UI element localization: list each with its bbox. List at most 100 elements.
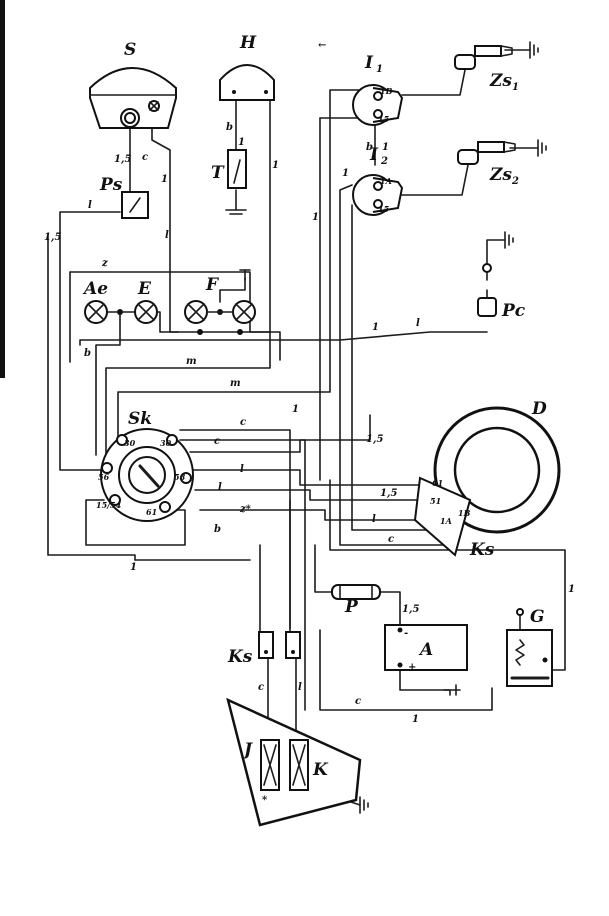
wire-bottom-1: 1 (412, 714, 419, 725)
top-arrow-mark: ← (318, 40, 326, 51)
label-Sk: Sk (128, 409, 152, 429)
wire-m-upper: m (186, 356, 197, 367)
scan-edge-bar (0, 0, 5, 378)
wire-h-b: b (226, 122, 233, 133)
wire-s-1: 1 (161, 174, 168, 185)
label-I2-sub: 2 (380, 156, 388, 167)
wire-right-1a: 1 (312, 212, 319, 223)
wire-sk-1-mid: 1 (292, 404, 299, 415)
label-I1: I (364, 53, 374, 73)
i2-terminal-bottom: 15 (378, 204, 390, 214)
label-A: A (418, 640, 433, 660)
wire-p-15: 1,5 (402, 604, 419, 615)
wire-sk-b: b (214, 524, 221, 535)
wire-d-l: l (372, 514, 376, 525)
wire-pc-1: 1 (372, 322, 379, 333)
wire-ps-l: l (88, 200, 92, 211)
rear-lamp-housing (226, 697, 369, 827)
label-T: T (211, 163, 225, 183)
label-Ks-left: Ks (227, 647, 253, 667)
battery-A (384, 624, 468, 696)
horn-H (219, 64, 275, 101)
label-F: F (205, 275, 220, 295)
wire-left-15: 1,5 (44, 232, 61, 243)
headlamp-S (89, 67, 177, 129)
wire-bottom-c: c (355, 696, 361, 707)
fuse-box-Ks-left (258, 631, 301, 659)
lamp-F (184, 300, 256, 335)
spark-plug-Zs2 (457, 139, 547, 165)
i1-terminal-top: 1B (380, 86, 393, 96)
wire-s-l: l (165, 230, 169, 241)
d-terminal-1A: 1A (440, 516, 452, 526)
label-Zs2: Zs (489, 165, 512, 185)
spark-plug-Zs1 (454, 41, 539, 70)
label-E: E (137, 279, 152, 299)
wire-sk-1-bottom: 1 (130, 562, 137, 573)
wire-sk-z: z* (239, 504, 252, 515)
wire-m-lower: m (230, 378, 241, 389)
battery-plus: + (408, 662, 416, 673)
ignition-coil-I1 (352, 84, 404, 126)
i2-terminal-top: 1A (380, 176, 392, 186)
i1-terminal-bottom: 15 (378, 114, 390, 124)
wire-right-15: 1,5 (366, 434, 383, 445)
wire-i-1: 1 (382, 142, 389, 153)
dynamo-D (413, 406, 561, 557)
horn-button-T (225, 149, 247, 215)
label-P: P (344, 597, 359, 617)
regulator-G (506, 608, 553, 687)
wire-pc-l: l (416, 318, 420, 329)
wire-sk-l2: l (218, 482, 222, 493)
sk-terminal-56: 56 (98, 472, 110, 482)
wire-h-1b: 1 (272, 160, 279, 171)
label-Ps: Ps (99, 175, 123, 195)
label-J: J (241, 740, 253, 760)
bottom-star-mark: * (262, 795, 268, 806)
sk-terminal-1554: 15/54 (96, 500, 122, 510)
sk-terminal-30a: 30 (124, 438, 136, 448)
fuse-P (331, 584, 381, 600)
sk-terminal-58: 58 (174, 472, 186, 482)
wire-d-c: c (388, 534, 394, 545)
sk-terminal-30b: 30 (160, 438, 172, 448)
wire-ks-c: c (258, 682, 264, 693)
label-K: K (312, 760, 329, 780)
wire-right-1b: 1 (342, 168, 349, 179)
wire-g-1: 1 (568, 584, 575, 595)
lamp-Ae (84, 300, 108, 324)
wire-s-c: c (142, 152, 148, 163)
ground-icon (239, 269, 251, 281)
wire-d-15: 1,5 (380, 488, 397, 499)
label-Zs1-sub: 1 (512, 82, 519, 93)
wire-sk-c2: c (214, 436, 220, 447)
wire-ks-l: l (298, 682, 302, 693)
terminal-labels: 30 30 56 58 15/54 61 1B 15 1A 15 61 51 1… (96, 86, 471, 673)
d-terminal-51: 51 (430, 496, 441, 506)
switch-Ps (121, 191, 149, 219)
wire-sk-c1: c (240, 417, 246, 428)
label-Ks-right: Ks (469, 540, 495, 560)
sk-terminal-61: 61 (146, 507, 157, 517)
wire-labels: 1,5 c 1 l l b 1 1 1,5 z b m m 1 l b 1 1 … (44, 122, 575, 725)
wire-h-1a: 1 (238, 137, 245, 148)
junction-ae-e (117, 309, 123, 315)
wire-z-top: z (101, 258, 108, 269)
label-Zs1: Zs (489, 71, 512, 91)
label-Ae: Ae (82, 279, 108, 299)
label-H: H (239, 33, 257, 53)
ignition-coil-I2 (352, 174, 404, 216)
wire-ae-b: b (84, 348, 91, 359)
label-Zs2-sub: 2 (511, 176, 519, 187)
label-I2: I (369, 145, 379, 165)
wire-sk-l1: l (240, 464, 244, 475)
label-G: G (530, 607, 545, 627)
battery-minus: - (404, 628, 408, 639)
d-terminal-1B: 1B (458, 508, 471, 518)
label-D: D (531, 399, 547, 419)
pressure-switch-Pc (477, 231, 514, 317)
wire-i-b: b (366, 142, 373, 153)
wires (47, 49, 566, 806)
lamp-E (134, 300, 158, 324)
